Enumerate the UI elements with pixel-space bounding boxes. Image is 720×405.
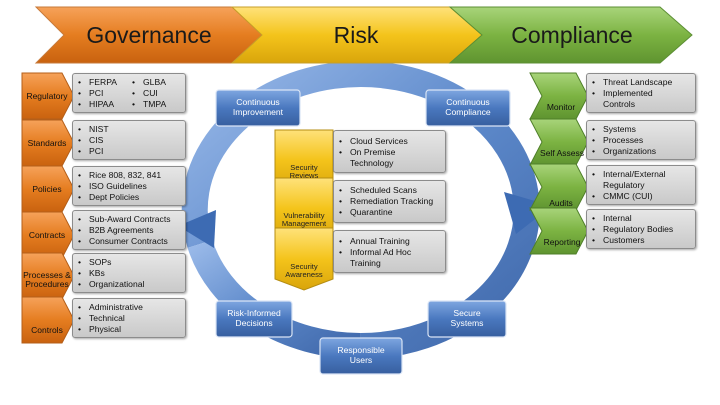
list-item: KBs — [75, 268, 183, 279]
list-item: Informal Ad Hoc Training — [336, 247, 432, 269]
regulatory-list-right: GLBA CUI TMPA — [129, 77, 183, 110]
standards-label: Standards — [27, 137, 67, 148]
audits-label: Audits — [549, 197, 573, 208]
secure-systems-box — [427, 300, 507, 338]
risk-chevrons — [274, 129, 334, 291]
list-item: Organizational — [75, 279, 183, 290]
standards-box: NIST CIS PCI — [72, 120, 186, 160]
contracts-box: Sub-Award Contracts B2B Agreements Consu… — [72, 210, 186, 250]
compliance-title: Compliance — [511, 21, 633, 48]
processes-chevron — [21, 252, 75, 300]
list-item: FERPA — [75, 77, 129, 88]
list-item: TMPA — [129, 99, 183, 110]
risk-informed-decisions-box — [215, 300, 293, 338]
secure-systems-label: Secure Systems — [450, 308, 484, 328]
list-item: Processes — [589, 135, 693, 146]
list-item: GLBA — [129, 77, 183, 88]
list-item: Physical — [75, 324, 183, 335]
list-item: Sub-Award Contracts — [75, 214, 183, 225]
list-item: Administrative — [75, 302, 183, 313]
list-item: On Premise Technology — [336, 147, 428, 169]
list-item: Dept Policies — [75, 192, 183, 203]
list-item: Organizations — [589, 146, 693, 157]
controls-chevron — [21, 296, 75, 344]
security-awareness-label: Security Awareness — [285, 261, 323, 279]
security-awareness-box: Annual Training Informal Ad Hoc Training — [333, 230, 446, 273]
security-awareness-chevron — [274, 227, 334, 291]
list-item: Internal/External Regulatory — [589, 169, 689, 191]
self-assess-label: Self Assess — [540, 147, 584, 158]
policies-label: Policies — [32, 183, 62, 194]
responsible-users-label: Responsible Users — [337, 345, 385, 365]
audits-box: Internal/External Regulatory CMMC (CUI) — [586, 165, 696, 205]
list-item: B2B Agreements — [75, 225, 183, 236]
processes-procedures-label: Processes & Procedures — [23, 270, 71, 289]
continuous-improvement-label: Continuous Improvement — [232, 97, 284, 117]
security-reviews-box: Cloud Services On Premise Technology — [333, 130, 446, 173]
list-item: ISO Guidelines — [75, 181, 183, 192]
list-item: Rice 808, 832, 841 — [75, 170, 183, 181]
contracts-label: Contracts — [28, 229, 66, 240]
risk-title: Risk — [333, 21, 379, 48]
policies-box: Rice 808, 832, 841 ISO Guidelines Dept P… — [72, 166, 186, 206]
list-item: Threat Landscape — [589, 77, 693, 88]
monitor-label: Monitor — [546, 101, 576, 112]
list-item: CIS — [75, 135, 183, 146]
vulnerability-management-box: Scheduled Scans Remediation Tracking Qua… — [333, 180, 446, 223]
reporting-box: Internal Regulatory Bodies Customers — [586, 209, 696, 249]
regulatory-chevron — [21, 72, 75, 120]
list-item: Regulatory Bodies — [589, 224, 693, 235]
list-item: Annual Training — [336, 236, 443, 247]
continuous-compliance-label: Continuous Compliance — [445, 97, 491, 117]
reporting-label: Reporting — [543, 236, 581, 247]
list-item: PCI — [75, 146, 183, 157]
cycle-boxes — [215, 89, 511, 375]
list-item: Scheduled Scans — [336, 185, 443, 196]
list-item: Cloud Services — [336, 136, 443, 147]
vulnerability-management-label: Vulnerability Management — [281, 210, 327, 228]
governance-chevrons — [21, 72, 75, 344]
list-item: Remediation Tracking — [336, 196, 443, 207]
list-item: Quarantine — [336, 207, 443, 218]
governance-title: Governance — [86, 21, 212, 48]
continuous-compliance-box — [425, 89, 511, 127]
regulatory-list-left: FERPA PCI HIPAA — [75, 77, 129, 110]
banner-chevrons — [34, 6, 693, 64]
list-item: SOPs — [75, 257, 183, 268]
reporting-chevron — [529, 207, 589, 255]
list-item: CMMC (CUI) — [589, 191, 693, 202]
security-reviews-label: Security Reviews — [289, 162, 319, 180]
compliance-chevrons — [529, 72, 589, 255]
continuous-improvement-box — [215, 89, 301, 127]
monitor-box: Threat Landscape Implemented Controls — [586, 73, 696, 113]
list-item: PCI — [75, 88, 129, 99]
policies-chevron — [21, 165, 75, 213]
controls-box: Administrative Technical Physical — [72, 298, 186, 338]
cycle-arrow-left-icon — [178, 210, 216, 248]
risk-informed-decisions-label: Risk-Informed Decisions — [227, 308, 281, 328]
list-item: HIPAA — [75, 99, 129, 110]
self-assess-box: Systems Processes Organizations — [586, 120, 696, 160]
compliance-chevron — [448, 6, 693, 64]
responsible-users-box — [319, 337, 403, 375]
list-item: Technical — [75, 313, 183, 324]
list-item: NIST — [75, 124, 183, 135]
list-item: Systems — [589, 124, 693, 135]
list-item: Consumer Contracts — [75, 236, 183, 247]
processes-procedures-box: SOPs KBs Organizational — [72, 253, 186, 293]
list-item: Implemented Controls — [589, 88, 679, 110]
controls-label: Controls — [31, 324, 63, 335]
standards-chevron — [21, 119, 75, 167]
regulatory-label: Regulatory — [26, 90, 68, 101]
regulatory-box: FERPA PCI HIPAA GLBA CUI TMPA — [72, 73, 186, 113]
list-item: Customers — [589, 235, 693, 246]
contracts-chevron — [21, 211, 75, 259]
list-item: Internal — [589, 213, 693, 224]
list-item: CUI — [129, 88, 183, 99]
